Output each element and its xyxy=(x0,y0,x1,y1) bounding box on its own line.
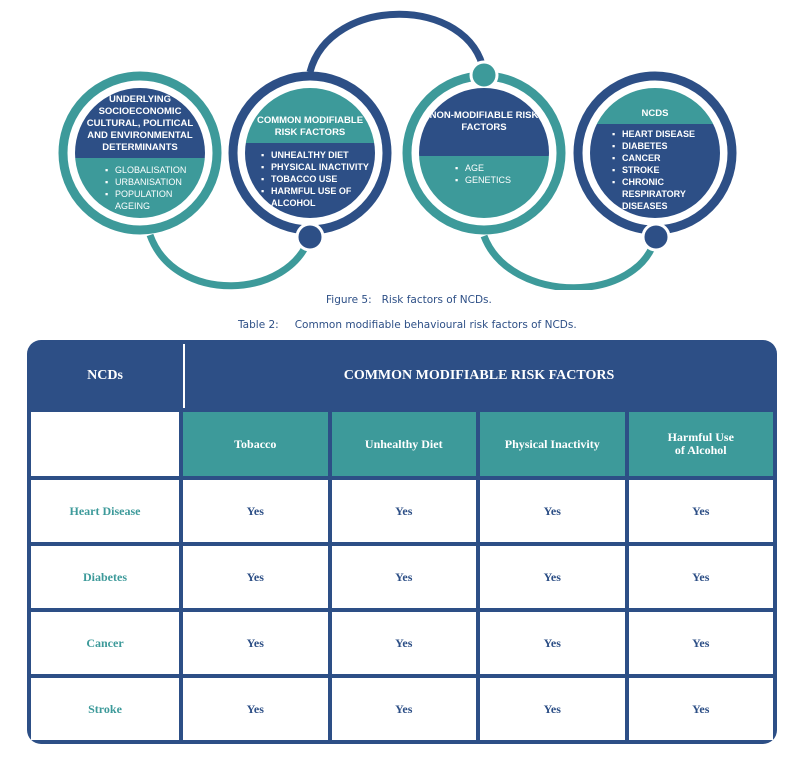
circle-determinants: UNDERLYING SOCIOECONOMIC CULTURAL, POLIT… xyxy=(75,88,205,218)
table-cell: Yes xyxy=(480,612,625,674)
connector-dot-2 xyxy=(469,60,499,90)
list-item: URBANISATION xyxy=(105,176,205,188)
table-row: Diabetes Yes Yes Yes Yes xyxy=(31,546,773,608)
list-item: GENETICS xyxy=(455,174,549,186)
table-number: Table 2: xyxy=(238,319,279,331)
circle-1-list: GLOBALISATION URBANISATION POPULATION AG… xyxy=(105,164,205,212)
risk-factor-diagram: UNDERLYING SOCIOECONOMIC CULTURAL, POLIT… xyxy=(0,0,800,290)
ncd-label: Cancer xyxy=(31,612,179,674)
connector-arc-1 xyxy=(146,233,314,290)
circle-4-title: NCDs xyxy=(641,108,669,120)
table-cell: Yes xyxy=(183,480,328,542)
table-cell: Yes xyxy=(183,678,328,740)
factor-header: Harmful Use of Alcohol xyxy=(628,412,773,476)
circle-3-list: AGE GENETICS xyxy=(455,162,549,186)
factor-header: Physical Inactivity xyxy=(480,412,625,476)
list-item: UNHEALTHY DIET xyxy=(261,149,375,161)
factor-header: Tobacco xyxy=(183,412,328,476)
table-row: Cancer Yes Yes Yes Yes xyxy=(31,612,773,674)
table-cell: Yes xyxy=(480,678,625,740)
circle-2-list: UNHEALTHY DIET PHYSICAL INACTIVITY TOBAC… xyxy=(261,149,375,209)
table-text: Common modifiable behavioural risk facto… xyxy=(294,319,577,331)
common-risk-factors-header: COMMON MODIFIABLE RISK FACTORS xyxy=(183,344,773,408)
table-row: Stroke Yes Yes Yes Yes xyxy=(31,678,773,740)
connector-arc-3 xyxy=(480,234,660,290)
table-header-row: NCDs COMMON MODIFIABLE RISK FACTORS xyxy=(31,344,773,408)
list-item: POPULATION AGEING xyxy=(105,188,205,212)
table-cell: Yes xyxy=(331,678,476,740)
table-cell: Yes xyxy=(628,678,773,740)
ncd-risk-table: NCDs COMMON MODIFIABLE RISK FACTORS Toba… xyxy=(27,340,777,744)
list-item: GLOBALISATION xyxy=(105,164,205,176)
list-item: STROKE xyxy=(612,164,720,176)
list-item: PHYSICAL INACTIVITY xyxy=(261,161,375,173)
connector-arc-2 xyxy=(306,10,488,73)
table-cell: Yes xyxy=(480,480,625,542)
table-cell: Yes xyxy=(480,546,625,608)
circle-3-title: NON-MODIFIABLE RISK FACTORS xyxy=(429,109,539,133)
factor-header-row: Tobacco Unhealthy Diet Physical Inactivi… xyxy=(31,412,773,476)
blank-cell xyxy=(31,412,179,476)
circle-1-title: UNDERLYING SOCIOECONOMIC CULTURAL, POLIT… xyxy=(86,94,194,154)
table-cell: Yes xyxy=(331,612,476,674)
list-item: CANCER xyxy=(612,152,720,164)
ncd-label: Stroke xyxy=(31,678,179,740)
table-cell: Yes xyxy=(628,546,773,608)
table-cell: Yes xyxy=(183,546,328,608)
circle-4-list: HEART DISEASE DIABETES CANCER STROKE CHR… xyxy=(612,128,720,212)
factor-header: Unhealthy Diet xyxy=(331,412,476,476)
list-item: HARMFUL USE OF ALCOHOL xyxy=(261,185,375,209)
list-item: AGE xyxy=(455,162,549,174)
table-cell: Yes xyxy=(331,480,476,542)
figure-number: Figure 5: xyxy=(326,294,372,306)
list-item: CHRONIC RESPIRATORY DISEASES xyxy=(612,176,720,212)
list-item: HEART DISEASE xyxy=(612,128,720,140)
circle-non-modifiable: NON-MODIFIABLE RISK FACTORS AGE GENETICS xyxy=(419,88,549,218)
figure-caption: Figure 5: Risk factors of NCDs. xyxy=(326,294,492,306)
ncd-label: Diabetes xyxy=(31,546,179,608)
circle-2-title: COMMON MODIFIABLE RISK FACTORS xyxy=(256,114,364,138)
connector-dot-3 xyxy=(641,222,671,252)
list-item: DIABETES xyxy=(612,140,720,152)
circle-ncds: NCDs HEART DISEASE DIABETES CANCER STROK… xyxy=(590,88,720,218)
table-cell: Yes xyxy=(183,612,328,674)
circle-modifiable: COMMON MODIFIABLE RISK FACTORS UNHEALTHY… xyxy=(245,88,375,218)
table-row: Heart Disease Yes Yes Yes Yes xyxy=(31,480,773,542)
connector-dot-1 xyxy=(295,222,325,252)
ncds-column-header: NCDs xyxy=(31,344,179,408)
list-item: TOBACCO USE xyxy=(261,173,375,185)
figure-text: Risk factors of NCDs. xyxy=(381,294,492,306)
table-cell: Yes xyxy=(331,546,476,608)
table-cell: Yes xyxy=(628,480,773,542)
table-caption: Table 2: Common modifiable behavioural ri… xyxy=(238,319,577,331)
table-cell: Yes xyxy=(628,612,773,674)
ncd-label: Heart Disease xyxy=(31,480,179,542)
